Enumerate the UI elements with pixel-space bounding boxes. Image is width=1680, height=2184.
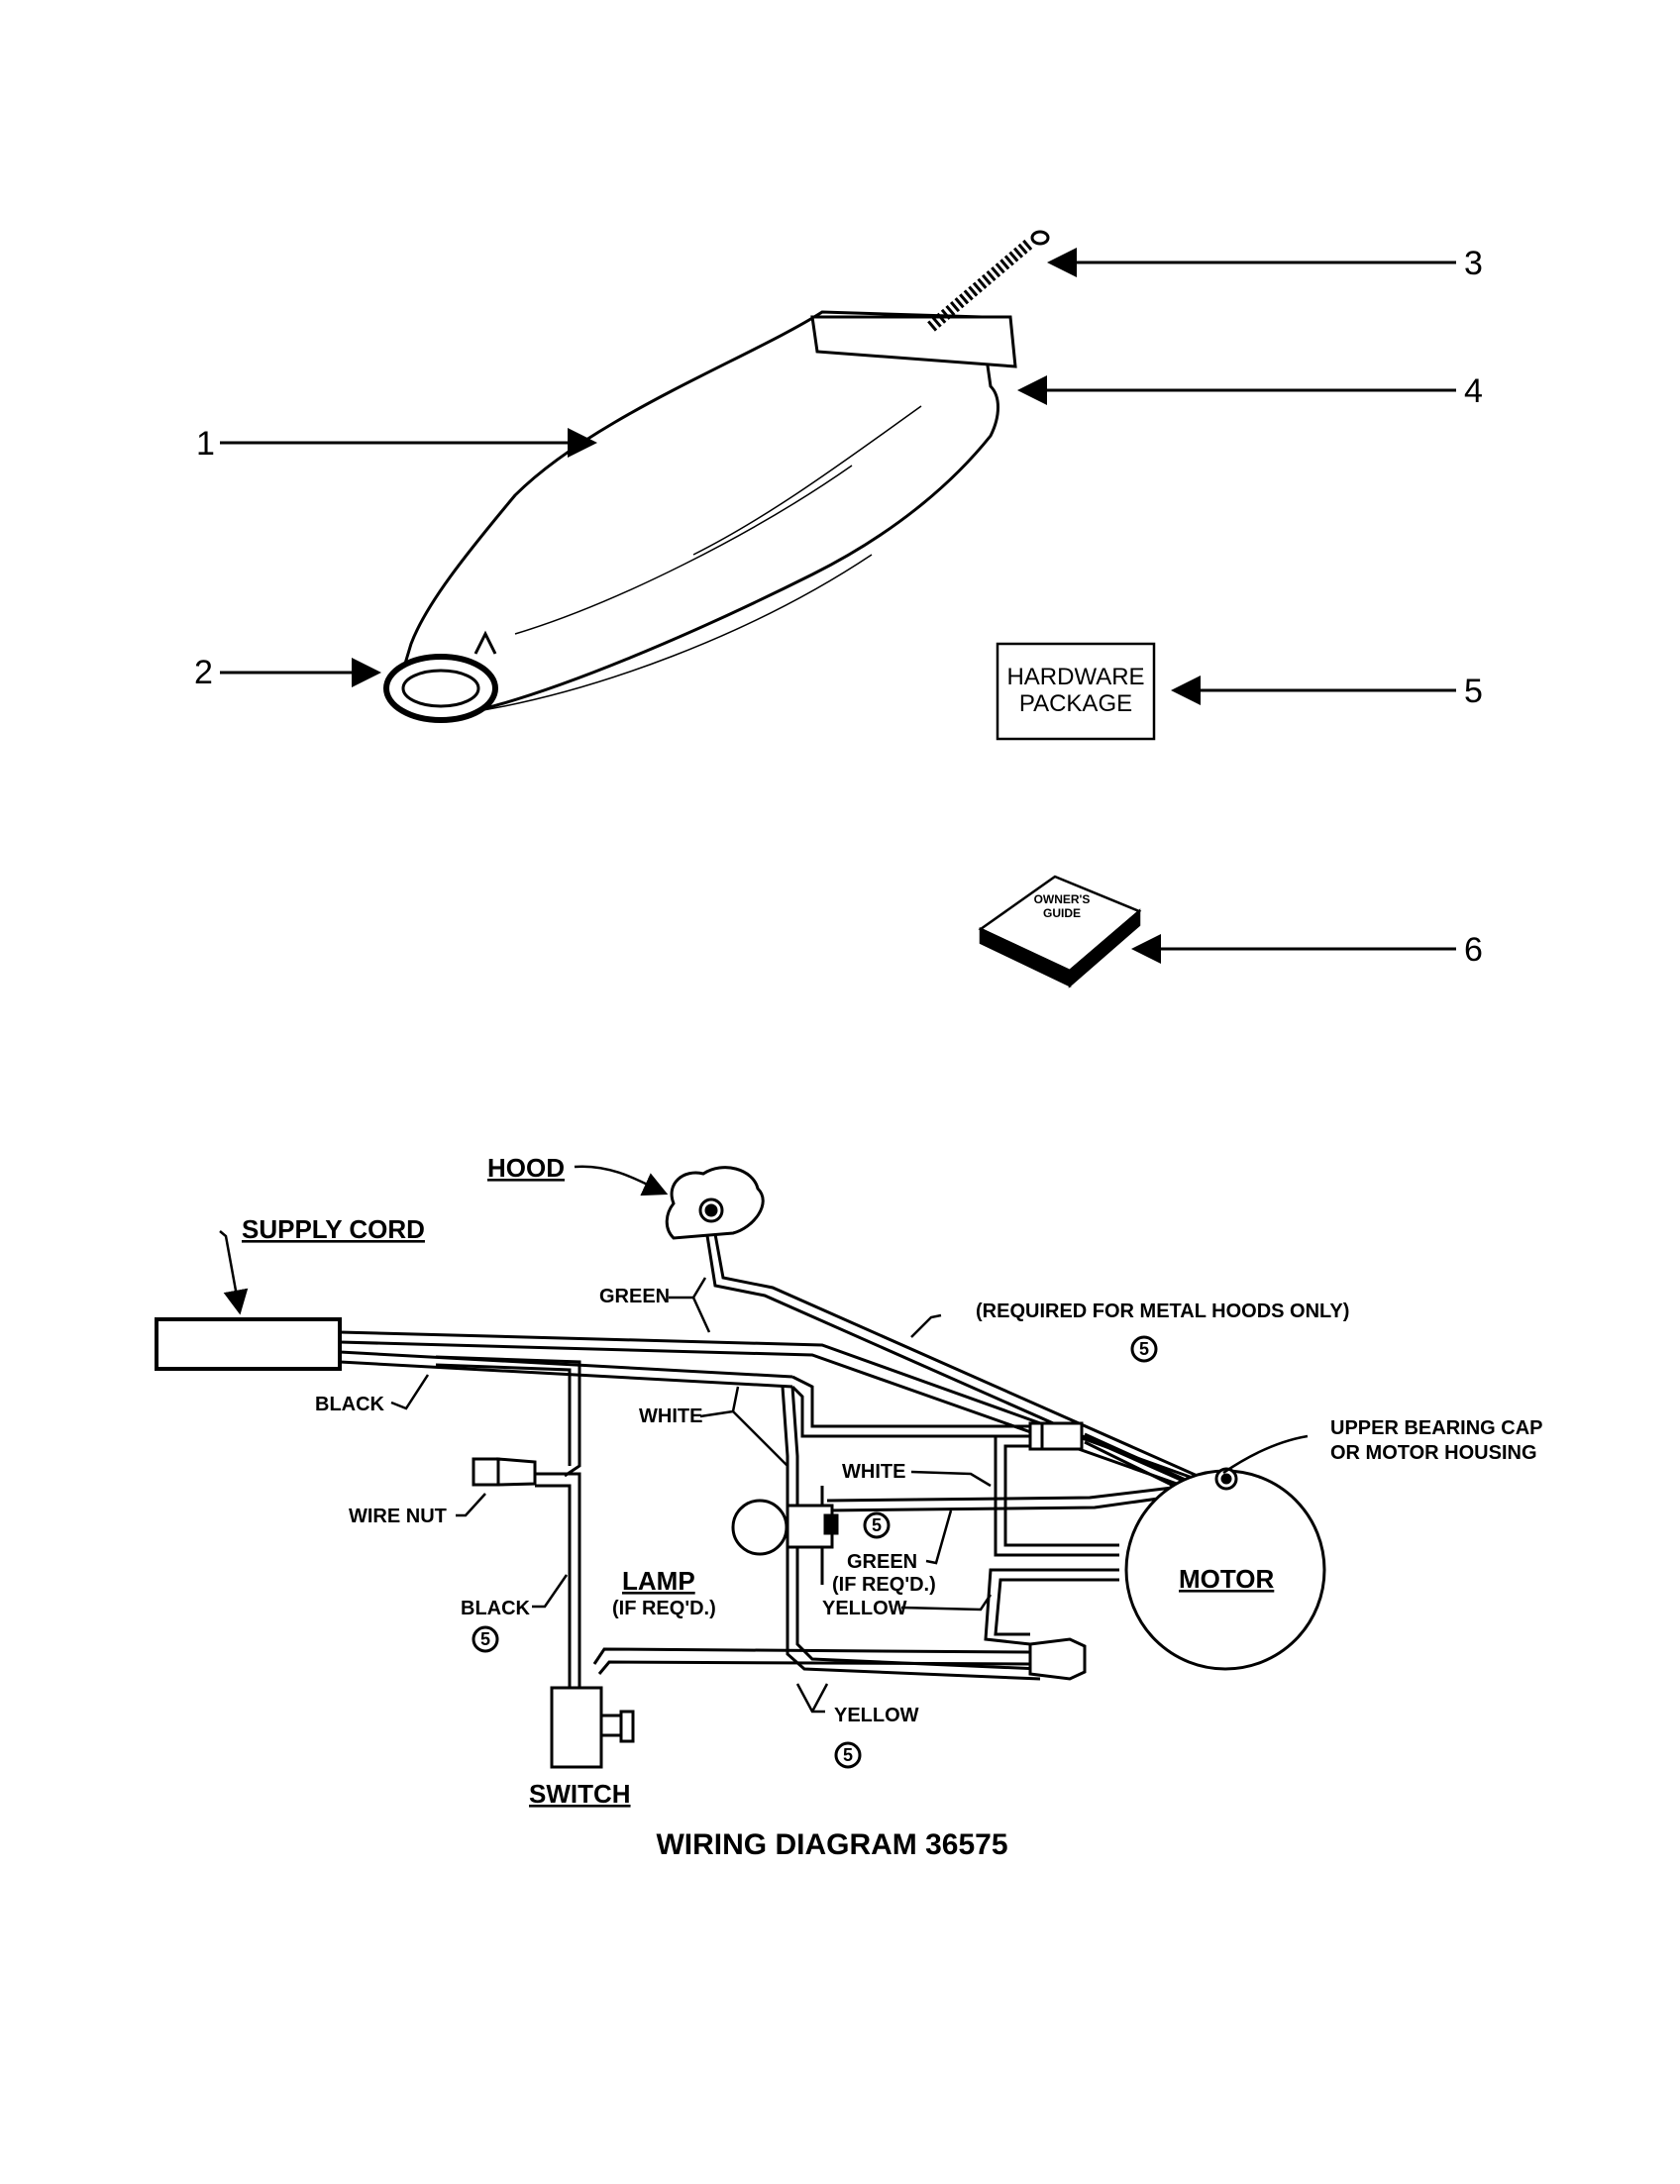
supply-cord xyxy=(155,1317,342,1371)
upper-bearing-label-line1: UPPER BEARING CAP xyxy=(1330,1417,1542,1439)
wire-nut-label: WIRE NUT xyxy=(349,1506,447,1527)
callout-3: 3 xyxy=(1464,245,1483,282)
metal-hoods-note: (REQUIRED FOR METAL HOODS ONLY) xyxy=(976,1300,1349,1322)
callout-4: 4 xyxy=(1464,372,1483,410)
hardware-package-box: HARDWARE PACKAGE xyxy=(996,642,1156,741)
upper-bearing-label-line2: OR MOTOR HOUSING xyxy=(1330,1442,1537,1464)
wiring-label-arrows xyxy=(219,1165,1309,1714)
wire-harness xyxy=(339,1222,1209,1694)
switch-label: SWITCH xyxy=(529,1779,631,1809)
circled-note-3-text: 5 xyxy=(480,1629,490,1649)
wire-label-green-lamp-note: (IF REQ'D.) xyxy=(832,1574,936,1596)
callout-1: 1 xyxy=(196,425,215,463)
bag-illustration xyxy=(383,310,1017,723)
circled-note-4-text: 5 xyxy=(843,1745,853,1765)
wire-label-green: GREEN xyxy=(599,1286,670,1307)
circled-note-2-text: 5 xyxy=(872,1515,882,1535)
wire-label-yellow-bottom: YELLOW xyxy=(834,1705,919,1726)
owners-guide-line2: GUIDE xyxy=(1043,906,1081,920)
spring-illustration xyxy=(927,230,1050,332)
callout-2: 2 xyxy=(194,654,213,691)
wire-label-black-lower: BLACK xyxy=(461,1598,531,1619)
circled-note-2: 5 xyxy=(863,1511,891,1539)
callout-5: 5 xyxy=(1464,673,1483,710)
circled-note-4: 5 xyxy=(834,1741,862,1769)
callout-arrows xyxy=(220,248,1456,964)
owners-guide-book: OWNER'S GUIDE xyxy=(978,875,1142,988)
wire-nut-connectors xyxy=(472,1421,1087,1681)
motor-label: MOTOR xyxy=(1179,1564,1275,1594)
hood-shape xyxy=(665,1166,765,1240)
wire-label-white-right: WHITE xyxy=(842,1461,905,1483)
wire-label-white-left: WHITE xyxy=(639,1405,702,1427)
hood-label: HOOD xyxy=(487,1153,565,1183)
lamp-label: LAMP xyxy=(622,1566,695,1596)
switch-shape xyxy=(550,1686,635,1769)
hardware-package-line2: PACKAGE xyxy=(1019,690,1132,717)
circled-note-1: 5 xyxy=(1130,1335,1158,1363)
wire-label-yellow-right: YELLOW xyxy=(822,1598,907,1619)
hardware-package-line1: HARDWARE xyxy=(1006,664,1144,690)
motor-shape xyxy=(1124,1467,1326,1671)
wire-label-green-lamp: GREEN xyxy=(847,1551,917,1573)
owners-guide-line1: OWNER'S xyxy=(1034,892,1091,906)
wiring-diagram-title: WIRING DIAGRAM 36575 xyxy=(656,1828,1007,1861)
lamp-note: (IF REQ'D.) xyxy=(612,1598,716,1619)
callout-6: 6 xyxy=(1464,931,1483,969)
circled-note-1-text: 5 xyxy=(1139,1339,1149,1359)
lamp-shape xyxy=(731,1499,839,1556)
circled-note-3: 5 xyxy=(472,1625,499,1653)
wire-label-black-top: BLACK xyxy=(315,1394,385,1415)
supply-cord-label: SUPPLY CORD xyxy=(242,1214,425,1244)
